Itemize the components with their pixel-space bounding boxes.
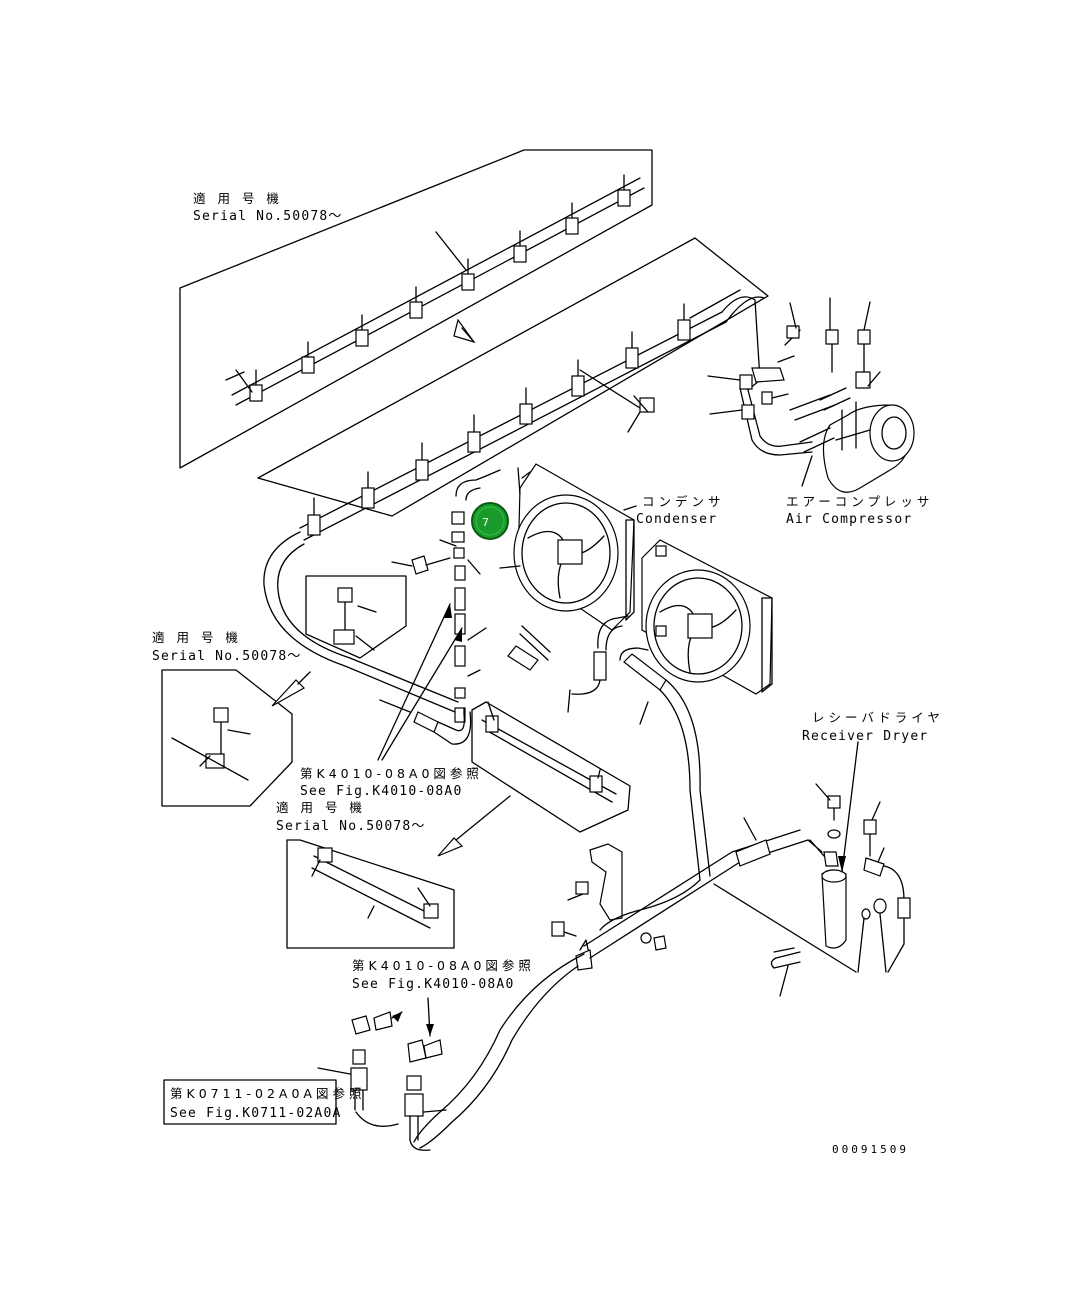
receiver-label-en: Receiver Dryer: [802, 729, 928, 744]
serial-left-jp: 適 用 号 機: [152, 630, 242, 645]
bolt-upper: [633, 395, 655, 413]
air-compressor: エアーコンプレッサ Air Compressor: [707, 297, 933, 527]
serial-top-jp: 適 用 号 機: [193, 191, 283, 206]
ref3-label-en: See Fig.K0711-02A0A: [170, 1106, 342, 1121]
hoses: [507, 615, 711, 881]
drawing-code: 00091509: [832, 1143, 909, 1156]
ref3-box: 第K0711-02A0A図参照 See Fig.K0711-02A0A: [163, 1079, 365, 1125]
condenser-label-en: Condenser: [636, 512, 717, 527]
bracket-lower: [413, 817, 857, 1149]
ref1-label-en: See Fig.K4010-08A0: [300, 784, 462, 799]
ref1-label-jp: 第K4010-08A0図参照: [300, 766, 483, 781]
compressor-label-jp: エアーコンプレッサ: [786, 494, 933, 509]
bottom-fittings: 第K4010-08A0図参照 See Fig.K4010-08A0: [317, 958, 535, 1151]
fitting-stack: [391, 467, 521, 723]
main-frame: [257, 237, 769, 517]
mid-left-inset: 適 用 号 機 Serial No.50078～: [276, 800, 455, 949]
serial-mid-jp: 適 用 号 機: [276, 800, 366, 815]
serial-mid-en: Serial No.50078～: [276, 819, 426, 834]
ref1-leaders: [377, 603, 463, 761]
condenser-label-jp: コンデンサ: [642, 494, 725, 509]
ref2-label-en: See Fig.K4010-08A0: [352, 977, 514, 992]
callout-marker[interactable]: 7: [471, 502, 509, 540]
condenser-front: [641, 539, 773, 695]
top-inset: 適 用 号 機 Serial No.50078～: [179, 149, 653, 469]
mid-inset: [437, 701, 631, 857]
receiver-dryer: レシーバドライヤ Receiver Dryer: [770, 710, 944, 997]
ref3-label-jp: 第K0711-02A0A図参照: [170, 1086, 365, 1101]
ref2-label-jp: 第K4010-08A0図参照: [352, 958, 535, 973]
callout-number: 7: [482, 516, 489, 529]
receiver-label-jp: レシーバドライヤ: [812, 710, 944, 725]
serial-left-en: Serial No.50078～: [152, 649, 302, 664]
compressor-label-en: Air Compressor: [786, 512, 912, 527]
serial-top-en: Serial No.50078～: [193, 209, 343, 224]
left-inset-small: [305, 575, 407, 659]
main-pipe: [263, 289, 813, 713]
elbow-hose: [379, 699, 472, 745]
callout-circle[interactable]: [471, 502, 509, 540]
left-inset: 適 用 号 機 Serial No.50078～: [152, 630, 311, 807]
condenser-back: コンデンサ Condenser: [499, 463, 725, 631]
